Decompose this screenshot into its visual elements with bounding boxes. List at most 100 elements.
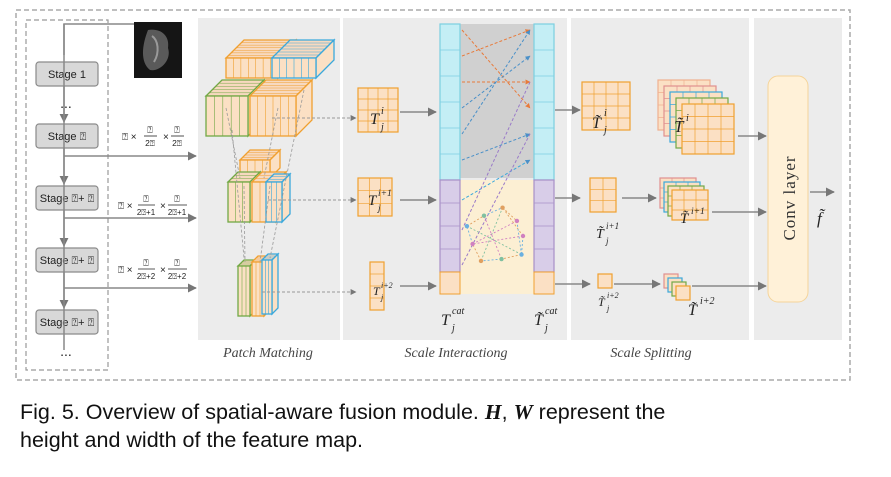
svg-text:×: × bbox=[160, 265, 166, 276]
stack-label-3: T̃ i+2 bbox=[688, 296, 715, 319]
svg-text:⍰: ⍰ bbox=[143, 194, 149, 204]
dim-label-3: ⍰ × ⍰ 2⍰+2 × ⍰ 2⍰+2 bbox=[118, 258, 187, 281]
concat-col-right-lavender bbox=[533, 179, 555, 273]
svg-text:i: i bbox=[686, 113, 689, 124]
token-label-3: T i+2 j bbox=[373, 281, 393, 302]
output-label: f̃ bbox=[817, 209, 826, 228]
svg-text:T̃: T̃ bbox=[680, 211, 690, 227]
concat-col-left-cyan bbox=[439, 23, 461, 181]
cube-top-blue bbox=[270, 38, 336, 80]
svg-text:j: j bbox=[606, 304, 610, 313]
svg-text:×: × bbox=[160, 201, 166, 212]
stack-1-layer bbox=[681, 103, 735, 155]
concat-label: T cat j bbox=[441, 306, 464, 334]
graph-node bbox=[481, 213, 487, 218]
cube-large-orange bbox=[248, 78, 314, 138]
stage-label: Stage ⍰+ ⍰ bbox=[40, 193, 95, 205]
stack-label-1: T̃ i bbox=[674, 113, 689, 136]
concat-col-left-lavender bbox=[439, 179, 461, 273]
stage-box: Stage 1 bbox=[35, 61, 99, 87]
section-label-scale-interaction: Scale Interactiong bbox=[404, 346, 507, 361]
svg-text:i+2: i+2 bbox=[700, 296, 715, 307]
svg-text:j: j bbox=[376, 204, 381, 214]
token-label-1: T i j bbox=[370, 106, 384, 133]
svg-text:T̃: T̃ bbox=[534, 311, 544, 329]
stage-box: Stage ⍰+ ⍰ bbox=[35, 247, 99, 273]
ellipsis-top: ... bbox=[60, 95, 72, 111]
token-grid-3 bbox=[369, 261, 385, 311]
dim-label-1: ⍰ × ⍰ 2⍰ × ⍰ 2⍰ bbox=[122, 125, 184, 148]
stage-list: Stage 1 Stage ⍰ Stage ⍰+ ⍰ Stage ⍰+ ⍰ Stage … bbox=[35, 61, 99, 335]
svg-text:T: T bbox=[368, 193, 378, 209]
ellipsis-bottom: ... bbox=[60, 343, 72, 359]
token-label-2: T i+1 j bbox=[368, 189, 392, 214]
graph-node bbox=[520, 233, 526, 239]
interacted-concat-label: T̃ cat j bbox=[534, 306, 557, 334]
svg-text:⍰ ×: ⍰ × bbox=[122, 132, 137, 143]
concat-col-right-peach bbox=[533, 271, 555, 295]
caption-h: H bbox=[484, 400, 502, 424]
svg-text:⍰: ⍰ bbox=[174, 258, 180, 268]
svg-text:T̃: T̃ bbox=[674, 117, 685, 136]
fusion-module-diagram: Stage 1 Stage ⍰ Stage ⍰+ ⍰ Stage ⍰+ ⍰ Stage … bbox=[15, 9, 851, 381]
svg-text:i+2: i+2 bbox=[607, 291, 619, 300]
graph-node bbox=[514, 218, 520, 224]
svg-text:T: T bbox=[373, 284, 381, 298]
split-grids bbox=[581, 79, 735, 301]
stage-column bbox=[25, 19, 109, 371]
stage-box: Stage ⍰ bbox=[35, 123, 99, 149]
stage-box: Stage ⍰+ ⍰ bbox=[35, 309, 99, 335]
svg-text:⍰: ⍰ bbox=[147, 125, 153, 135]
split-label-2: T̃ i+1 j bbox=[596, 221, 619, 246]
concat-col-left-peach bbox=[439, 271, 461, 295]
svg-text:⍰ ×: ⍰ × bbox=[118, 201, 133, 212]
conv-layer-label: Conv layer bbox=[780, 155, 799, 240]
svg-text:T̃: T̃ bbox=[596, 226, 605, 242]
concat-col-right-cyan bbox=[533, 23, 555, 181]
split-label-1: T̃ i j bbox=[592, 108, 607, 136]
svg-text:2⍰+1: 2⍰+1 bbox=[168, 208, 187, 217]
split-label-3: T̃ i+2 j bbox=[598, 291, 619, 313]
svg-text:2⍰: 2⍰ bbox=[145, 138, 156, 148]
svg-text:2⍰+2: 2⍰+2 bbox=[137, 272, 156, 281]
caption-prefix: Fig. 5. Overview of spatial-aware fusion… bbox=[20, 400, 479, 424]
svg-text:T: T bbox=[441, 312, 451, 329]
svg-text:T̃: T̃ bbox=[598, 295, 606, 309]
svg-text:⍰ ×: ⍰ × bbox=[118, 265, 133, 276]
graph-node bbox=[500, 205, 505, 210]
split-grid-3 bbox=[597, 273, 613, 289]
figure-caption: Fig. 5. Overview of spatial-aware fusion… bbox=[20, 398, 880, 454]
section-label-patch-matching: Patch Matching bbox=[222, 346, 313, 361]
svg-text:⍰: ⍰ bbox=[174, 194, 180, 204]
svg-text:T̃: T̃ bbox=[688, 301, 698, 319]
svg-text:i+2: i+2 bbox=[381, 281, 393, 290]
caption-line2: height and width of the feature map. bbox=[20, 428, 364, 452]
stack-3-layer bbox=[675, 285, 691, 301]
caption-line1-end: represent the bbox=[538, 400, 666, 424]
token-grid-1 bbox=[357, 87, 399, 133]
token-grids bbox=[357, 87, 399, 311]
caption-w: W bbox=[513, 400, 533, 424]
svg-text:j: j bbox=[543, 323, 548, 334]
stack-2-layer bbox=[671, 189, 709, 221]
svg-text:2⍰+2: 2⍰+2 bbox=[168, 272, 187, 281]
svg-text:i: i bbox=[381, 106, 384, 117]
svg-text:×: × bbox=[163, 132, 169, 143]
interaction-graph bbox=[464, 205, 526, 264]
patch-cubes bbox=[204, 38, 336, 318]
stack-label-2: T̃ i+1 bbox=[680, 207, 705, 227]
token-grid-2 bbox=[357, 177, 393, 217]
dim-label-2: ⍰ × ⍰ 2⍰+1 × ⍰ 2⍰+1 bbox=[118, 194, 187, 217]
svg-text:j: j bbox=[379, 122, 384, 133]
stage-box: Stage ⍰+ ⍰ bbox=[35, 185, 99, 211]
svg-text:cat: cat bbox=[452, 306, 464, 317]
concat-columns bbox=[439, 23, 555, 295]
svg-text:i+1: i+1 bbox=[606, 221, 619, 231]
svg-text:i+1: i+1 bbox=[691, 207, 705, 217]
svg-text:T̃: T̃ bbox=[592, 114, 602, 132]
stage-label: Stage 1 bbox=[48, 69, 86, 81]
attention-links bbox=[461, 29, 531, 266]
svg-text:i+1: i+1 bbox=[378, 189, 392, 199]
graph-node bbox=[519, 252, 524, 257]
svg-text:j: j bbox=[380, 293, 384, 302]
